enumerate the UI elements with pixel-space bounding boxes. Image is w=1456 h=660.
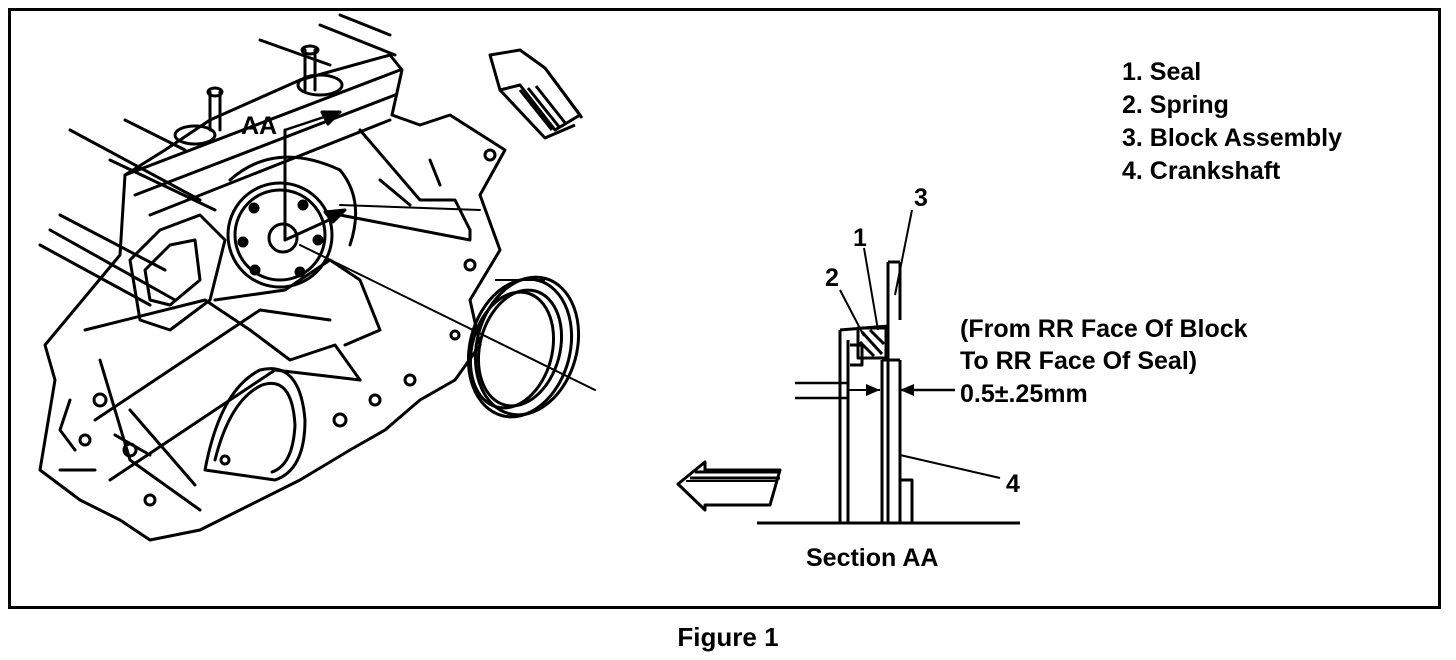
callout-1: 1	[853, 224, 867, 252]
legend-item-seal: 1. Seal	[1122, 58, 1202, 86]
engine-block-illustration	[38, 13, 596, 542]
parts-legend: 1. Seal 2. Spring 3. Block Assembly 4. C…	[1122, 56, 1342, 188]
note-line-1: (From RR Face Of Block	[960, 315, 1248, 343]
callout-2: 2	[825, 264, 839, 292]
front-direction-arrow-upper	[488, 48, 584, 140]
legend-item-spring: 2. Spring	[1122, 91, 1229, 119]
legend-item-crankshaft: 4. Crankshaft	[1122, 157, 1281, 185]
figure-frame	[8, 8, 1441, 609]
callout-3: 3	[914, 184, 928, 212]
figure-caption: Figure 1	[677, 622, 779, 652]
legend-item-block-assembly: 3. Block Assembly	[1122, 124, 1343, 152]
section-label: Section AA	[806, 544, 939, 572]
note-line-2: To RR Face Of Seal)	[960, 347, 1198, 375]
section-view-label: AA	[241, 112, 278, 140]
dimension-value: 0.5±.25mm	[960, 380, 1088, 408]
dimension-arrowheads	[866, 384, 914, 396]
rear-main-seal-ring	[466, 275, 581, 419]
callout-4: 4	[1006, 470, 1020, 498]
front-direction-arrow-lower	[676, 460, 782, 512]
section-aa-detail	[757, 209, 1020, 525]
